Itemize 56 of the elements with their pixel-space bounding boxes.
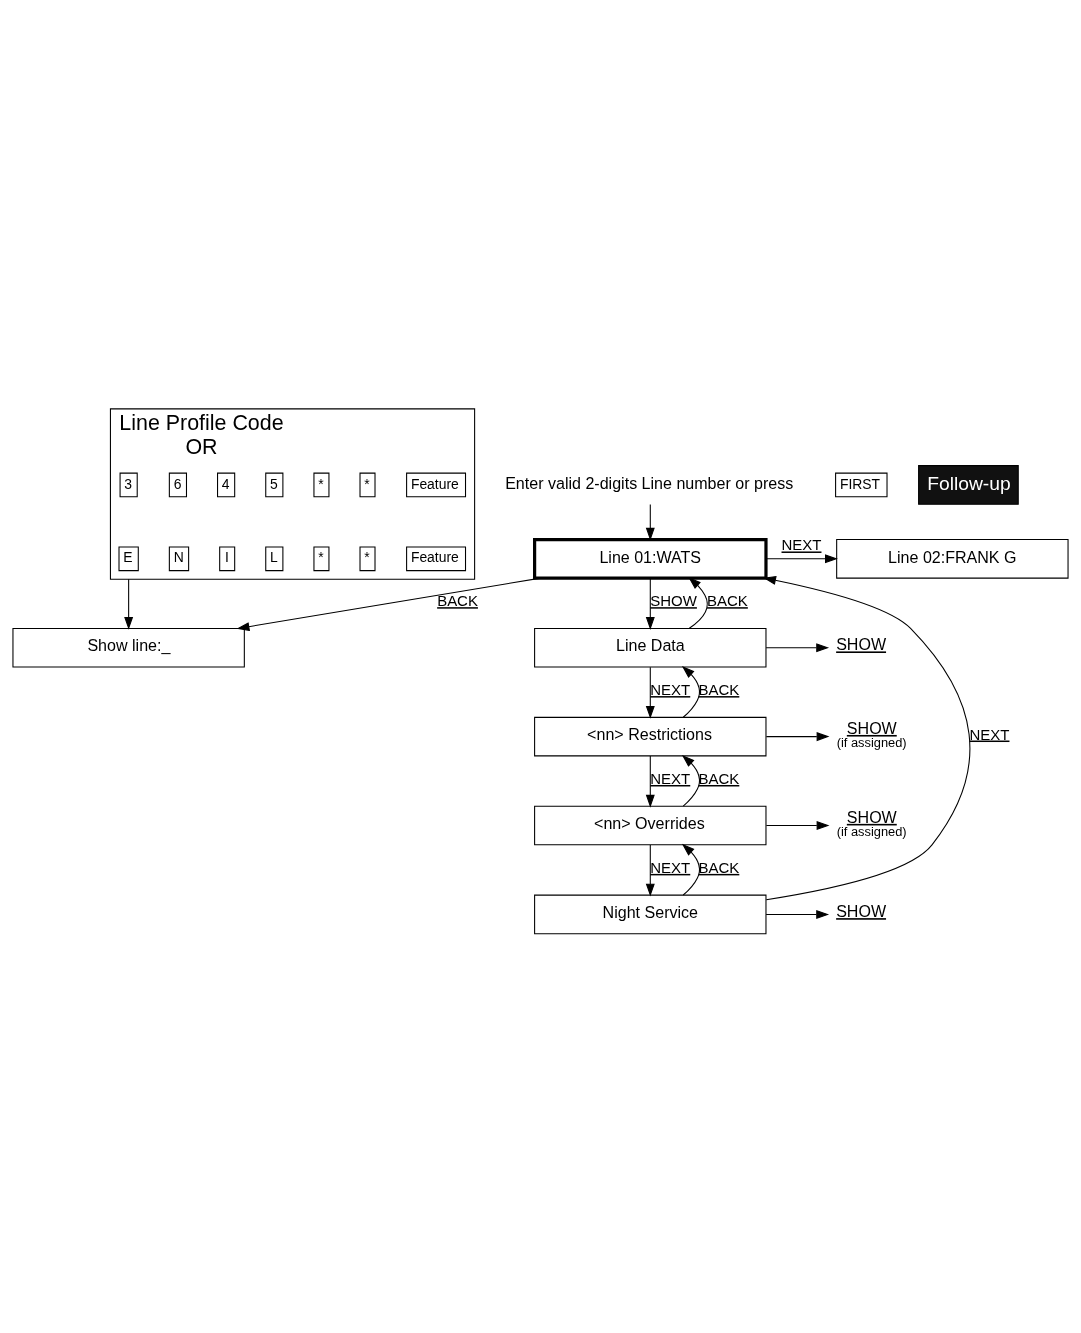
edge-label: BACK (437, 591, 478, 609)
arrow (765, 553, 838, 563)
arrow (645, 843, 655, 897)
edge-label: BACK (698, 769, 740, 787)
arrow (645, 755, 655, 808)
edge-label: NEXT (650, 680, 691, 698)
arrow (124, 578, 134, 630)
node-box: * (313, 472, 330, 497)
arrow (765, 909, 830, 919)
node-box: 3 (119, 472, 138, 497)
edge-label: NEXT (650, 769, 691, 787)
node-text: SHOW (836, 901, 887, 920)
edge-label: NEXT (969, 725, 1010, 743)
arrow (645, 577, 655, 630)
arrow (681, 665, 700, 718)
node-box: L (265, 546, 284, 571)
node-box: 4 (217, 472, 236, 497)
node-text: SHOW (836, 634, 887, 653)
node-box: Feature (406, 472, 467, 497)
node-box: Feature (406, 546, 467, 571)
node-box: Follow-up (918, 464, 1019, 505)
node-label: (if assigned) (836, 823, 907, 839)
node-box: <nn> Restrictions (534, 716, 767, 756)
node-label: (if assigned) (836, 734, 907, 750)
arrow (765, 731, 830, 741)
edge-label: BACK (707, 591, 748, 609)
edge-label: SHOW (650, 591, 697, 609)
node-box: Line Data (534, 627, 767, 668)
node-box: E (118, 546, 139, 571)
node-text: Enter valid 2-digits Line number or press (505, 473, 794, 492)
arrow (765, 642, 830, 652)
node-box: Line 01:WATS (533, 537, 768, 580)
node-box: Night Service (534, 894, 767, 934)
node-box: 6 (168, 472, 188, 497)
node-box: * (359, 546, 376, 571)
node-box: 5 (265, 472, 284, 497)
node-text: SHOW (846, 807, 897, 826)
node-box: Line 02:FRANK G (836, 538, 1069, 579)
arrow (236, 577, 542, 631)
node-box: FIRST (835, 472, 888, 497)
edge-label: NEXT (781, 535, 822, 553)
node-box: * (359, 472, 376, 497)
edge-label: BACK (698, 858, 740, 876)
node-box: Show line:_ (12, 627, 245, 668)
node-box: N (168, 546, 190, 571)
edge-label: NEXT (650, 858, 691, 876)
node-box: <nn> Overrides (534, 805, 767, 845)
arrow (645, 666, 655, 719)
arrow (645, 503, 655, 541)
node-text: SHOW (846, 718, 897, 737)
arrow (765, 820, 830, 830)
arrow (763, 575, 971, 900)
arrow (688, 576, 708, 629)
node-box: I (219, 546, 236, 571)
edge-label: BACK (698, 680, 740, 698)
node-box: * (313, 546, 330, 571)
